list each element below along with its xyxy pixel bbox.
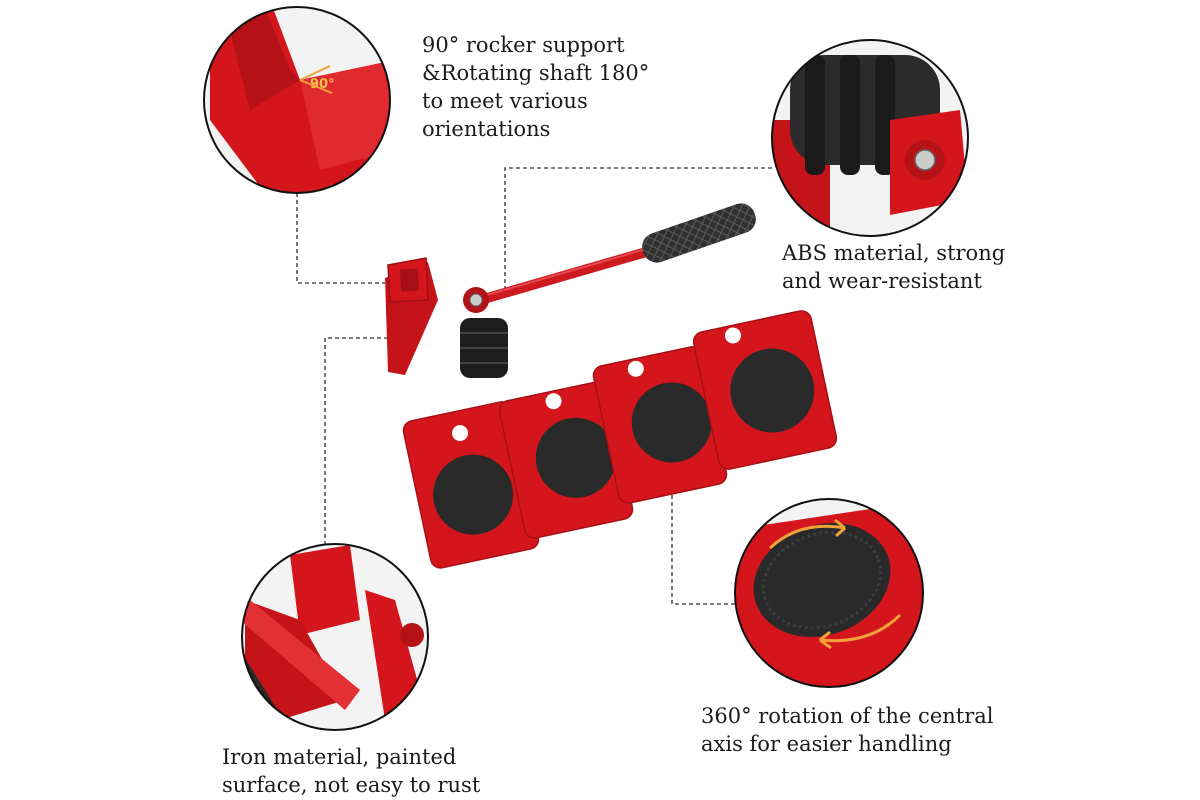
connector-lines xyxy=(296,167,772,605)
lever-tool xyxy=(385,203,756,378)
detail-rotating-pad xyxy=(734,498,924,688)
angle-label: 90° xyxy=(310,77,335,92)
callout-rotation: 360° rotation of the central axis for ea… xyxy=(701,704,994,756)
callout-iron-material: Iron material, painted surface, not easy… xyxy=(222,745,481,797)
connector-top-left xyxy=(296,193,385,284)
lever-grip xyxy=(642,203,756,263)
connector-bottom-right xyxy=(671,455,735,605)
mover-pad xyxy=(592,346,728,504)
callout-abs-material: ABS material, strong and wear-resistant xyxy=(782,241,1006,293)
mover-pad xyxy=(498,381,634,539)
mover-pads xyxy=(402,310,838,569)
lever-shaft xyxy=(465,243,665,308)
detail-iron-frame xyxy=(241,543,429,731)
connector-top-right xyxy=(504,167,772,293)
connector-bottom-left xyxy=(324,337,392,545)
detail-abs-roller xyxy=(771,39,969,237)
callout-rocker-support: 90° rocker support &Rotating shaft 180° … xyxy=(422,33,650,141)
detail-rocker-support: 90° xyxy=(203,6,391,194)
mover-pad xyxy=(692,310,838,470)
